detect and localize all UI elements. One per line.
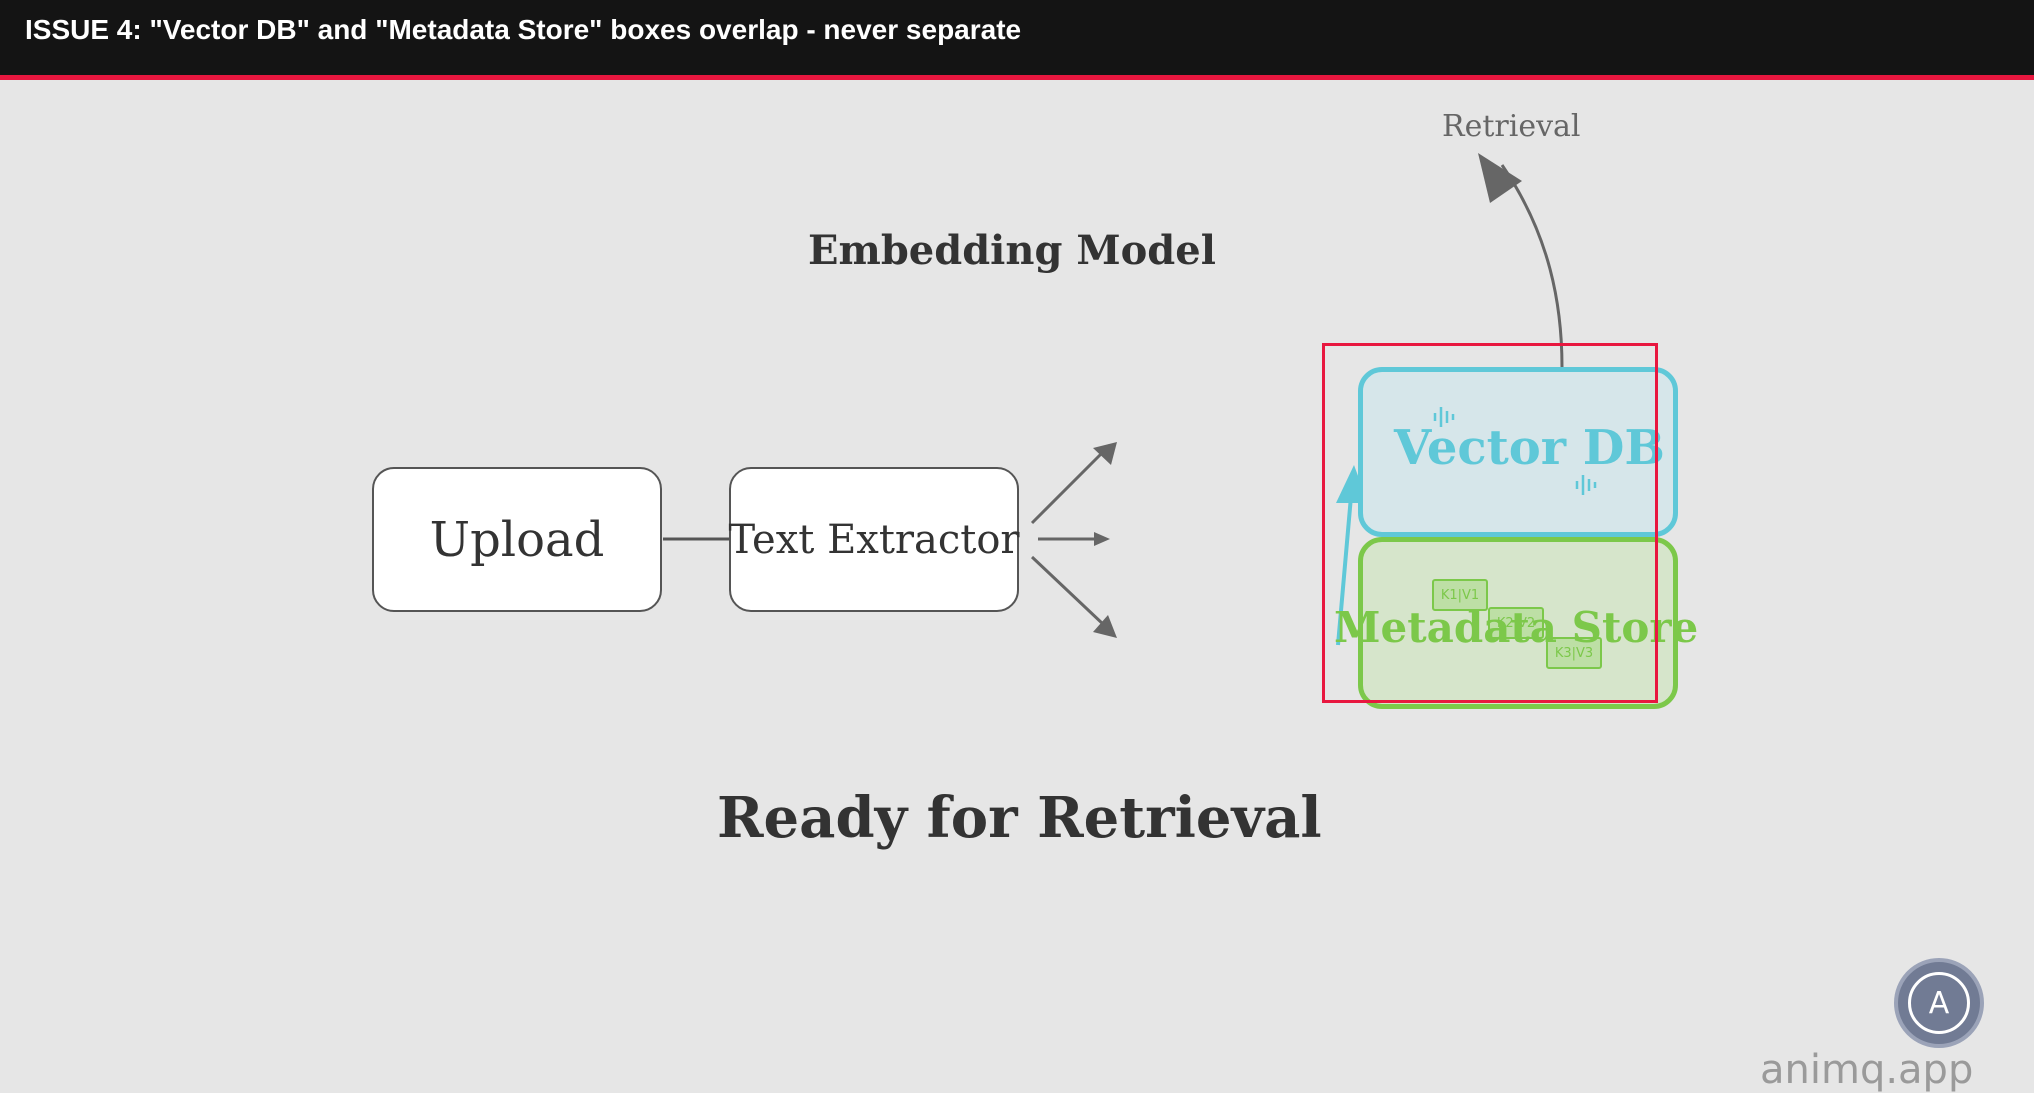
arrowhead-right bbox=[1094, 532, 1110, 546]
retrieval-arrow-curve bbox=[1500, 164, 1564, 368]
logo-letter: A bbox=[1908, 972, 1970, 1034]
waveform-icon bbox=[1433, 407, 1455, 427]
kv-chip: K3|V3 bbox=[1546, 637, 1602, 669]
waveform-icon bbox=[1575, 475, 1597, 495]
kv-chip: K1|V1 bbox=[1432, 579, 1488, 611]
watermark-text: animq.app bbox=[1760, 1047, 1974, 1093]
issue-title: ISSUE 4: "Vector DB" and "Metadata Store… bbox=[25, 14, 1022, 45]
retrieval-arrowhead bbox=[1478, 153, 1522, 203]
issue-banner: ISSUE 4: "Vector DB" and "Metadata Store… bbox=[0, 0, 2034, 80]
diagram-canvas: Upload Text Extractor Embedding Model Re… bbox=[0, 85, 2034, 1093]
animq-logo-icon[interactable]: A bbox=[1894, 958, 1984, 1048]
retrieval-label: Retrieval bbox=[1442, 109, 1581, 144]
arrowhead-up-right bbox=[1093, 442, 1117, 465]
vector-db-box bbox=[1358, 367, 1678, 537]
overlap-highlight-frame bbox=[1322, 343, 1658, 703]
text-extractor-node: Text Extractor bbox=[728, 467, 1020, 612]
arrowhead-down-right bbox=[1093, 615, 1117, 638]
upload-node: Upload bbox=[372, 467, 662, 612]
embedding-to-vector-arrow bbox=[1336, 484, 1354, 646]
embedding-model-heading: Embedding Model bbox=[808, 227, 1216, 274]
fan-out-arrows bbox=[1030, 442, 1117, 638]
text-extractor-label: Text Extractor bbox=[728, 516, 1020, 563]
upload-label: Upload bbox=[429, 511, 605, 568]
metadata-store-label: Metadata Store bbox=[1334, 603, 1699, 652]
vector-db-label: Vector DB bbox=[1394, 420, 1665, 476]
kv-chip: K2|V2 bbox=[1488, 607, 1544, 639]
ready-for-retrieval-heading: Ready for Retrieval bbox=[717, 785, 1322, 851]
arrow-up-right bbox=[1030, 443, 1112, 525]
arrow-down-right bbox=[1030, 555, 1106, 627]
metadata-store-box bbox=[1358, 537, 1678, 709]
